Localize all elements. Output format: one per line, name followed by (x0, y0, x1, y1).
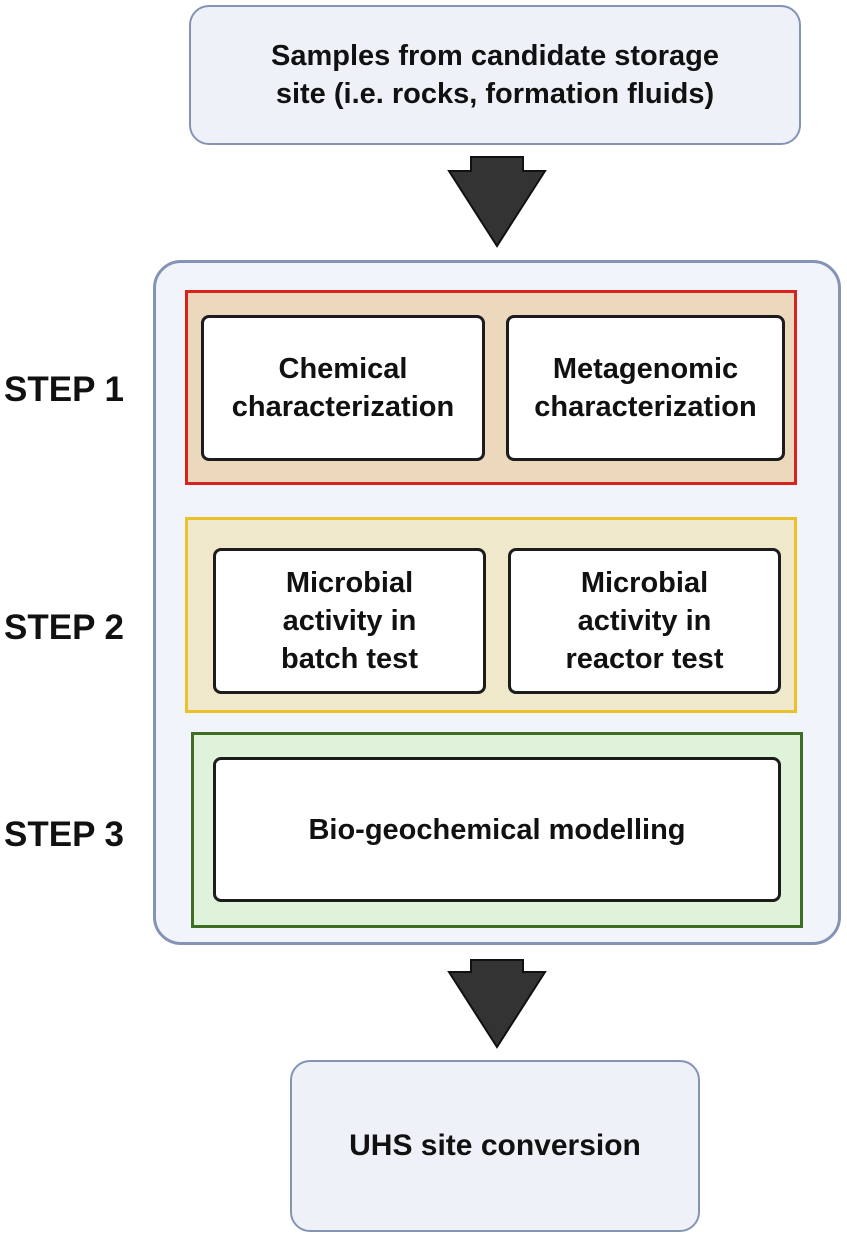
bio-geochemical-modelling-box: Bio-geochemical modelling (213, 757, 781, 902)
uhs-site-conversion-box: UHS site conversion (290, 1060, 700, 1232)
batch-test-box: Microbial activity in batch test (213, 548, 486, 694)
samples-text: Samples from candidate storage site (i.e… (271, 37, 719, 113)
box-line: Microbial (285, 567, 414, 599)
samples-box: Samples from candidate storage site (i.e… (189, 5, 801, 145)
box-line: activity in (577, 605, 712, 637)
step-2-label: STEP 2 (4, 608, 124, 647)
box-line: activity in (282, 605, 417, 637)
step-1-label: STEP 1 (4, 370, 124, 409)
box-line: Microbial (580, 567, 709, 599)
reactor-test-box: Microbial activity in reactor test (508, 548, 781, 694)
chemical-characterization-box: Chemical characterization (201, 315, 485, 461)
metagenomic-characterization-box: Metagenomic characterization (506, 315, 785, 461)
samples-line: Samples from candidate storage (270, 40, 720, 72)
box-line: Chemical (278, 353, 408, 385)
box-line: characterization (534, 391, 757, 423)
down-arrow-icon (447, 156, 547, 248)
step-3-label: STEP 3 (4, 815, 124, 854)
box-line: batch test (281, 643, 418, 675)
down-arrow-icon (447, 959, 547, 1049)
box-line: characterization (231, 391, 455, 423)
conversion-text: UHS site conversion (349, 1129, 641, 1162)
box-line: Bio-geochemical modelling (308, 813, 686, 846)
box-line: reactor test (565, 643, 724, 675)
box-line: Metagenomic (552, 353, 739, 385)
samples-line: site (i.e. rocks, formation fluids) (275, 78, 715, 110)
